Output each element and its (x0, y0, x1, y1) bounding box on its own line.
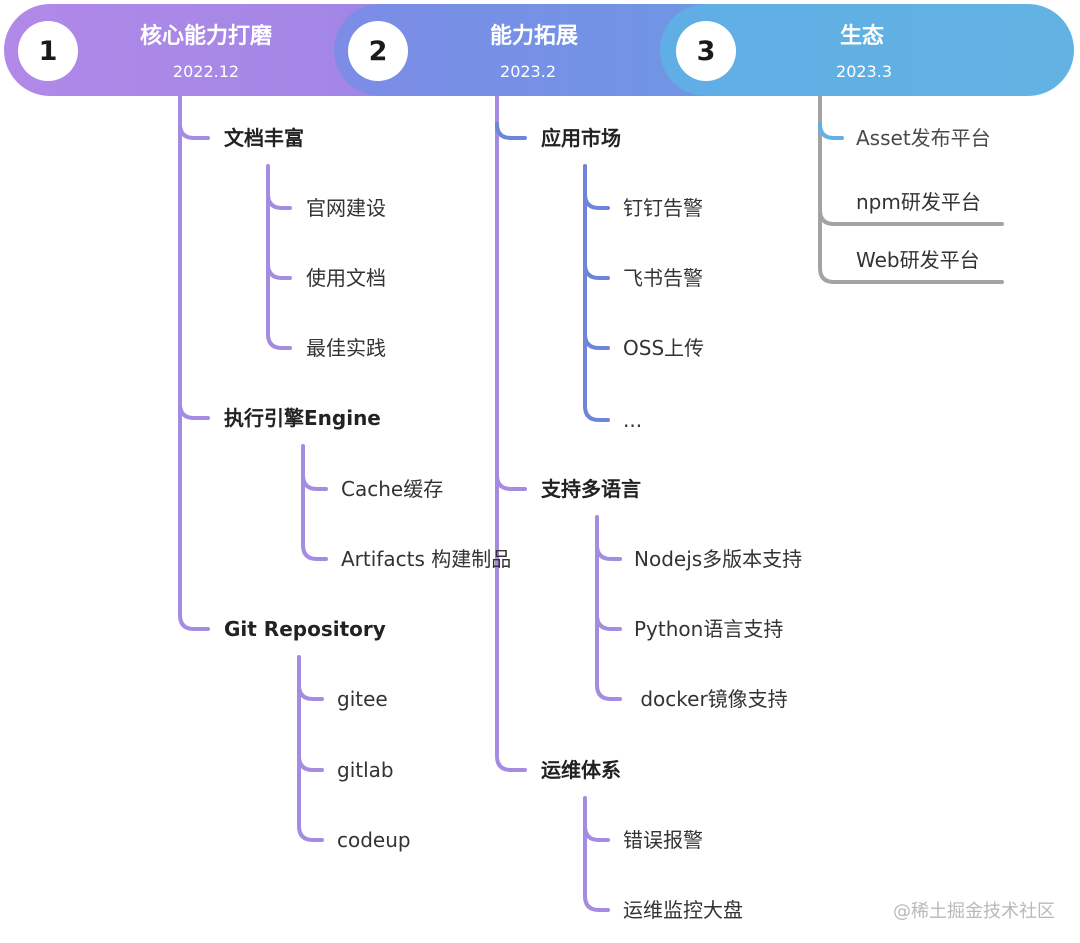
phase-2-date: 2023.2 (500, 62, 556, 81)
connector-market-child-3 (583, 404, 610, 422)
item-gitee: gitee (337, 687, 388, 711)
connector-engine (178, 402, 210, 420)
item-dingtalk-alert: 钉钉告警 (623, 196, 703, 220)
group-git-repository: Git Repository (224, 617, 386, 641)
item-web-platform: Web研发平台 (856, 248, 980, 272)
connector-app-market (495, 122, 527, 140)
connector-language-child-2 (595, 683, 622, 701)
phase-1-number: 1 (18, 21, 78, 81)
item-feishu-alert: 飞书告警 (623, 266, 703, 290)
connector-docs-child-0 (266, 192, 292, 210)
connector-ops-child-0 (583, 824, 610, 842)
connector-market-child-2 (583, 332, 610, 350)
phase-3-banner: 3 生态 2023.3 (660, 4, 1074, 96)
connector-market-child-0 (583, 192, 610, 210)
item-artifacts: Artifacts 构建制品 (341, 547, 512, 571)
item-gitlab: gitlab (337, 758, 394, 782)
connector-web (818, 266, 1004, 284)
connector-git-child-1 (297, 754, 324, 772)
group-ops: 运维体系 (541, 758, 621, 782)
connector-ops-child-1 (583, 894, 610, 912)
item-ops-dashboard: 运维监控大盘 (623, 898, 743, 922)
phase-3-date: 2023.3 (836, 62, 892, 81)
watermark: @稀土掘金技术社区 (893, 901, 1055, 922)
item-asset-platform: Asset发布平台 (856, 126, 991, 150)
item-more: ... (623, 408, 643, 432)
item-cache: Cache缓存 (341, 477, 444, 501)
group-multi-language: 支持多语言 (541, 477, 641, 501)
connector-engine-child-0 (301, 473, 328, 491)
phase-2-number: 2 (348, 21, 408, 81)
item-npm-platform: npm研发平台 (856, 190, 981, 214)
item-docker: docker镜像支持 (634, 687, 788, 711)
connector-docs (178, 122, 210, 140)
phase-2-title: 能力拓展 (489, 24, 579, 49)
group-app-market: 应用市场 (541, 126, 621, 150)
phase-3-title: 生态 (839, 24, 885, 49)
connector-npm (818, 208, 1004, 226)
connector-git-child-0 (297, 683, 324, 701)
item-error-alert: 错误报警 (623, 828, 703, 852)
connector-market-child-1 (583, 262, 610, 280)
connector-docs-child-1 (266, 262, 292, 280)
connector-language-child-0 (595, 543, 622, 561)
phase-1-date: 2022.12 (172, 62, 240, 81)
group-engine: 执行引擎Engine (224, 406, 381, 430)
item-python: Python语言支持 (634, 617, 784, 641)
connector-language-child-1 (595, 613, 622, 631)
connector-asset (818, 122, 844, 140)
item-oss-upload: OSS上传 (623, 336, 705, 360)
connector-engine-child-1 (301, 543, 328, 561)
item-official-site: 官网建设 (306, 196, 386, 220)
connector-docs-child-2 (266, 332, 292, 350)
connector-git (178, 613, 210, 631)
connector-multi-language (495, 473, 527, 491)
group-docs: 文档丰富 (224, 126, 304, 150)
phase-1-title: 核心能力打磨 (139, 24, 273, 49)
item-usage-docs: 使用文档 (306, 266, 386, 290)
phase-3-number: 3 (676, 21, 736, 81)
connector-git-child-2 (297, 824, 324, 842)
item-nodejs: Nodejs多版本支持 (634, 547, 803, 571)
item-best-practice: 最佳实践 (306, 336, 386, 360)
item-codeup: codeup (337, 828, 411, 852)
connector-ops (495, 754, 527, 772)
